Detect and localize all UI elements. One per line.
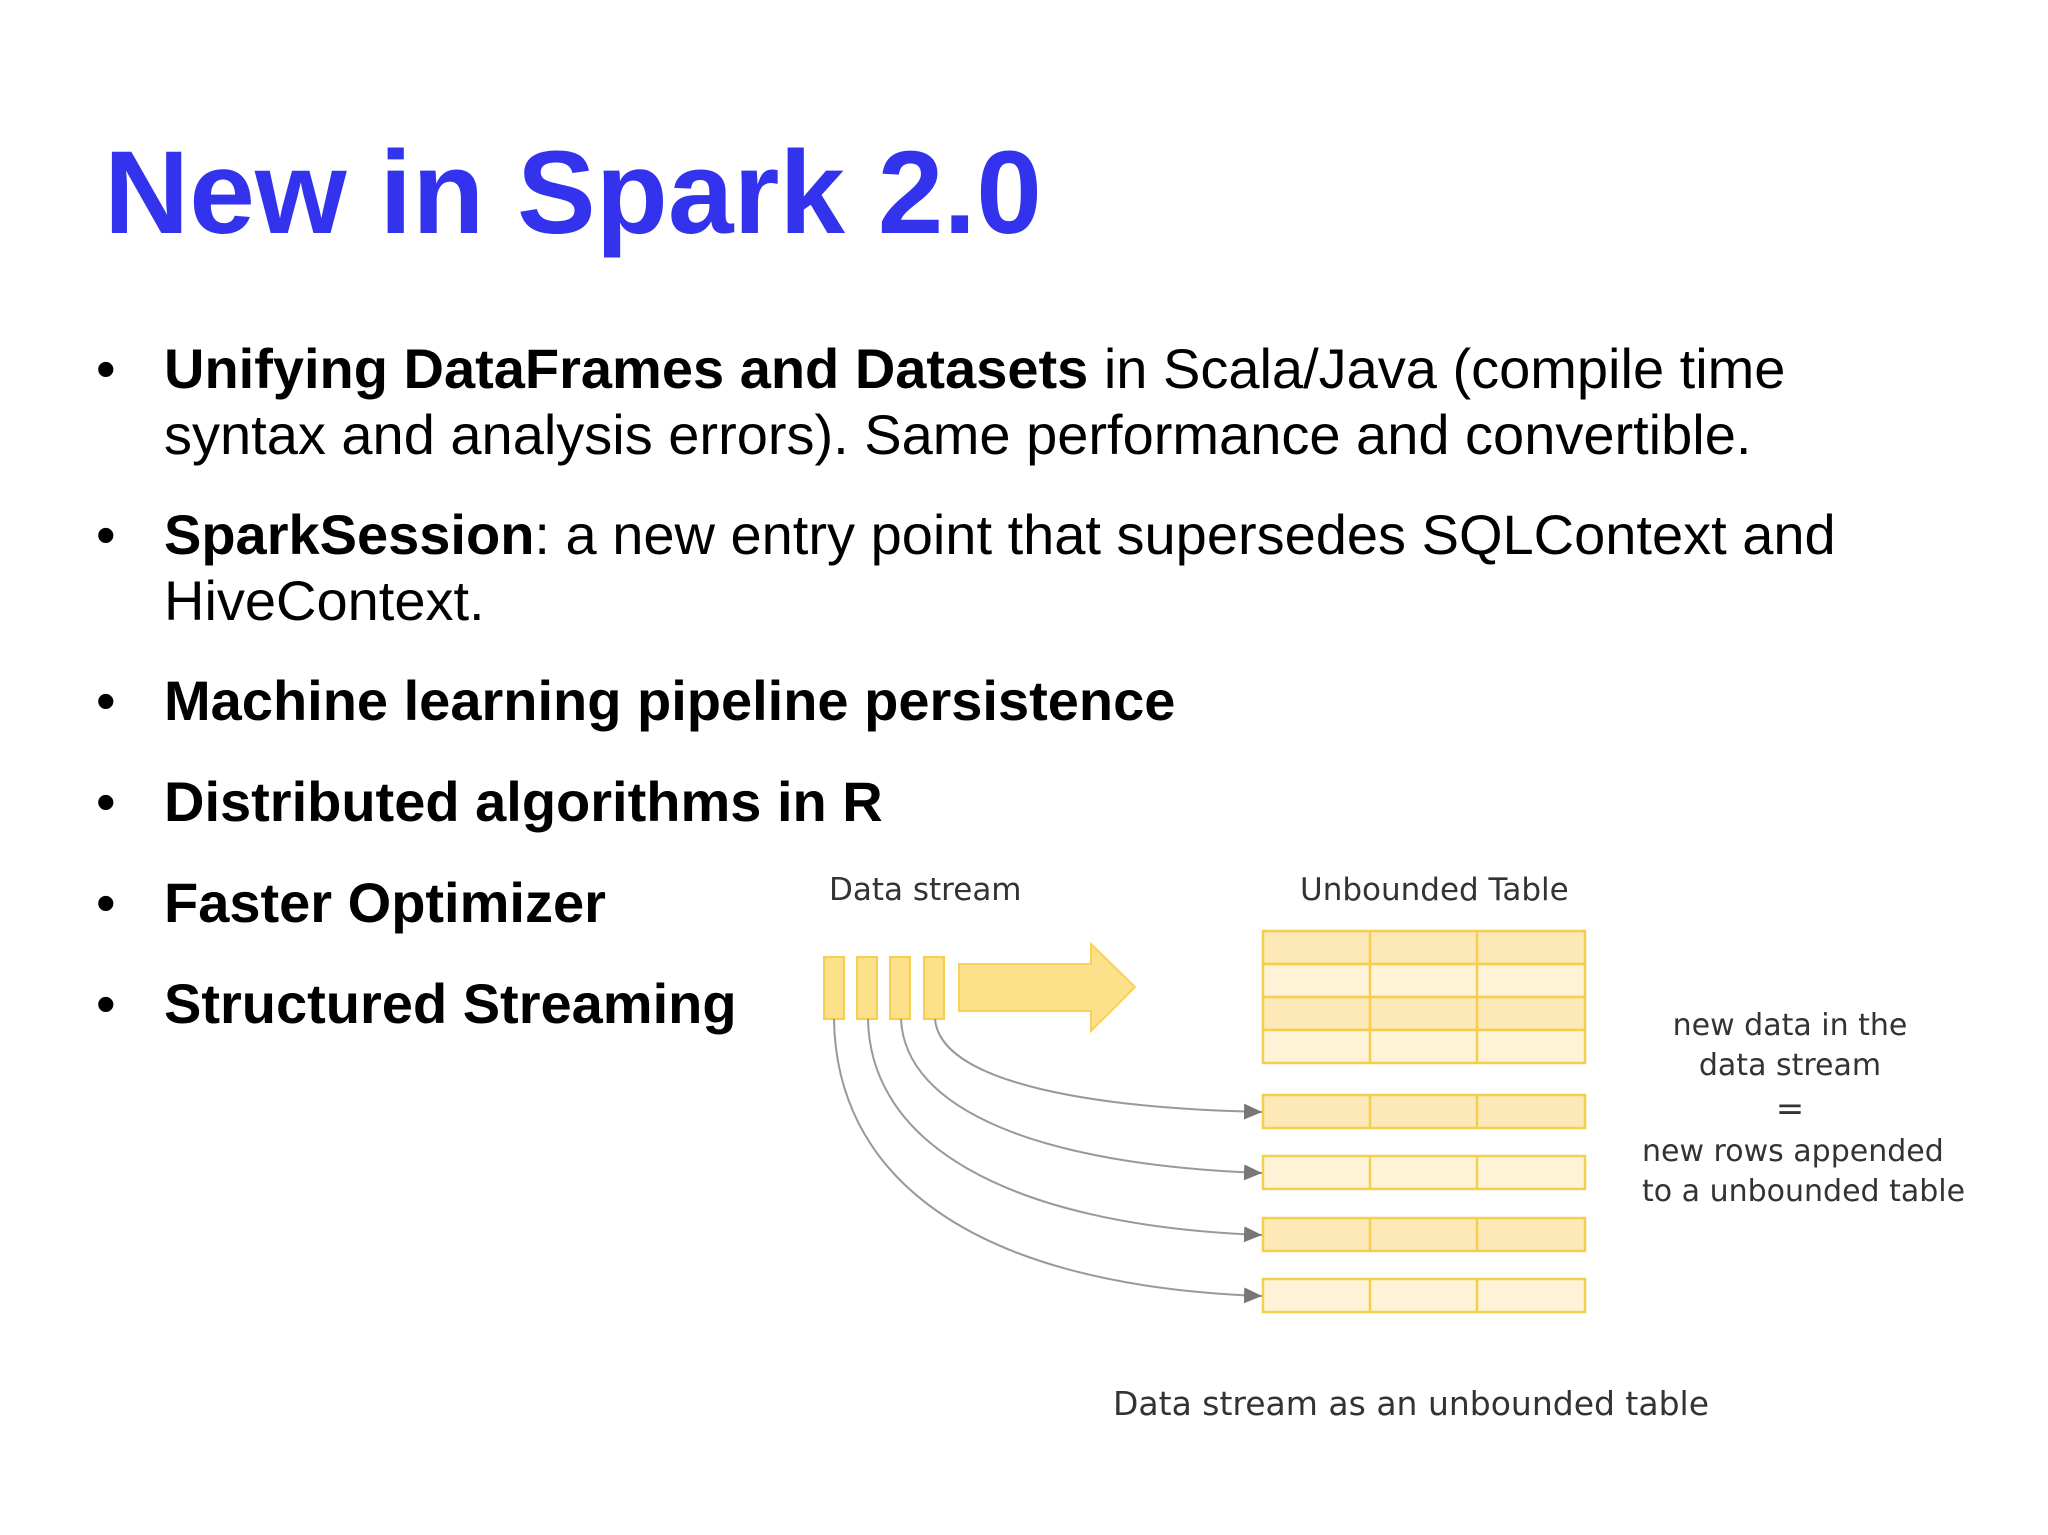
bullet-text: : a new entry point that supersedes SQLC… bbox=[534, 503, 1836, 566]
bullet-dot: • bbox=[96, 669, 116, 732]
bullet-bold: SparkSession bbox=[164, 503, 535, 566]
appended-row bbox=[1261, 1154, 1587, 1191]
appended-row bbox=[1261, 1216, 1587, 1253]
bullet-dot: • bbox=[96, 503, 116, 566]
bullet-dot: • bbox=[96, 972, 116, 1035]
bullet-text: in Scala/Java (compile time bbox=[1088, 337, 1786, 400]
appended-row bbox=[1261, 1277, 1587, 1314]
slide-title: New in Spark 2.0 bbox=[104, 127, 1042, 259]
bullet-list: • Unifying DataFrames and Datasets in Sc… bbox=[96, 337, 1836, 1035]
diagram-caption: Data stream as an unbounded table bbox=[1113, 1384, 1710, 1423]
bullet-bold: Distributed algorithms in R bbox=[164, 770, 883, 833]
bullet-dot: • bbox=[96, 337, 116, 400]
bullet-bold: Faster Optimizer bbox=[164, 871, 606, 934]
appended-rows bbox=[1261, 1093, 1587, 1314]
bullet-bold: Structured Streaming bbox=[164, 972, 737, 1035]
bullet-dot: • bbox=[96, 871, 116, 934]
bullet-text: HiveContext. bbox=[164, 569, 485, 632]
bullet-dot: • bbox=[96, 770, 116, 833]
bullet-bold: Machine learning pipeline persistence bbox=[164, 669, 1176, 732]
bullet-text: syntax and analysis errors). Same perfor… bbox=[164, 403, 1752, 466]
bullet-bold: Unifying DataFrames and Datasets bbox=[164, 337, 1089, 400]
